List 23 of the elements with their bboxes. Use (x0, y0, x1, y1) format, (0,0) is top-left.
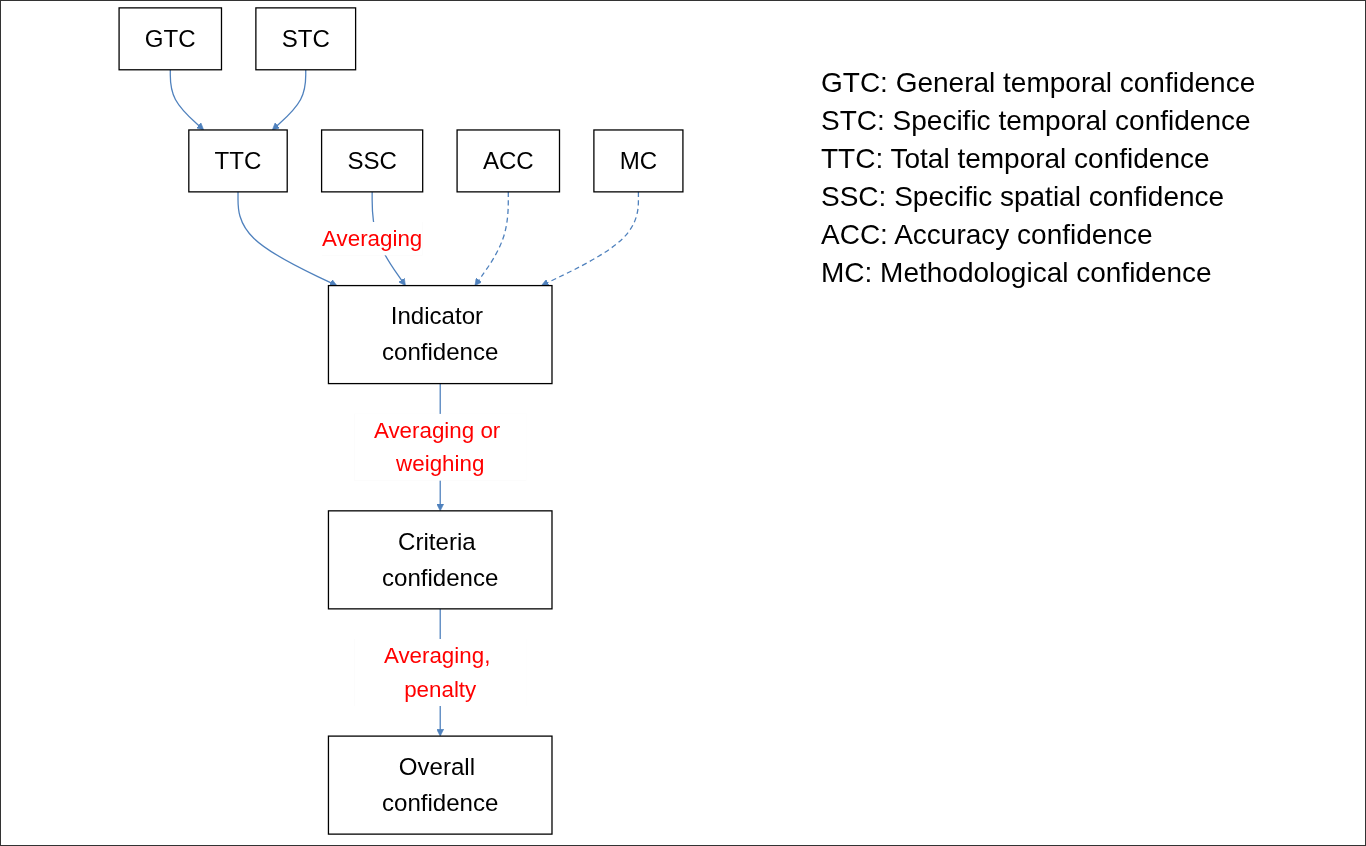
node-box: STC (255, 7, 357, 71)
node-box: GTC (118, 7, 223, 71)
abbreviation-note: GTC: General temporal confidence (821, 67, 1256, 99)
abbreviation-note: ACC: Accuracy confidence (821, 219, 1154, 251)
arrow (474, 191, 509, 286)
abbreviation-note: SSC: Specific spatial confidence (821, 181, 1226, 213)
abbreviation-note: STC: Specific temporal confidence (821, 105, 1252, 137)
edge-label: Averaging, penalty (383, 642, 491, 702)
arrow (237, 191, 338, 287)
edge-label: Averaging (322, 225, 423, 252)
node-box: Overall confidence (327, 735, 553, 835)
arrow (541, 191, 640, 287)
node-box: Criteria confidence (327, 510, 553, 610)
node-box: Indicator confidence (327, 284, 553, 385)
node-box: TTC (188, 129, 288, 193)
node-box: MC (593, 129, 684, 193)
abbreviation-note: MC: Methodological confidence (821, 257, 1213, 289)
node-box: SSC (320, 129, 424, 193)
arrow (169, 69, 204, 131)
arrow (272, 69, 307, 131)
abbreviation-note: TTC: Total temporal confidence (821, 143, 1211, 175)
edge-label: Averaging or weighing (373, 417, 501, 477)
node-box: ACC (456, 129, 561, 193)
